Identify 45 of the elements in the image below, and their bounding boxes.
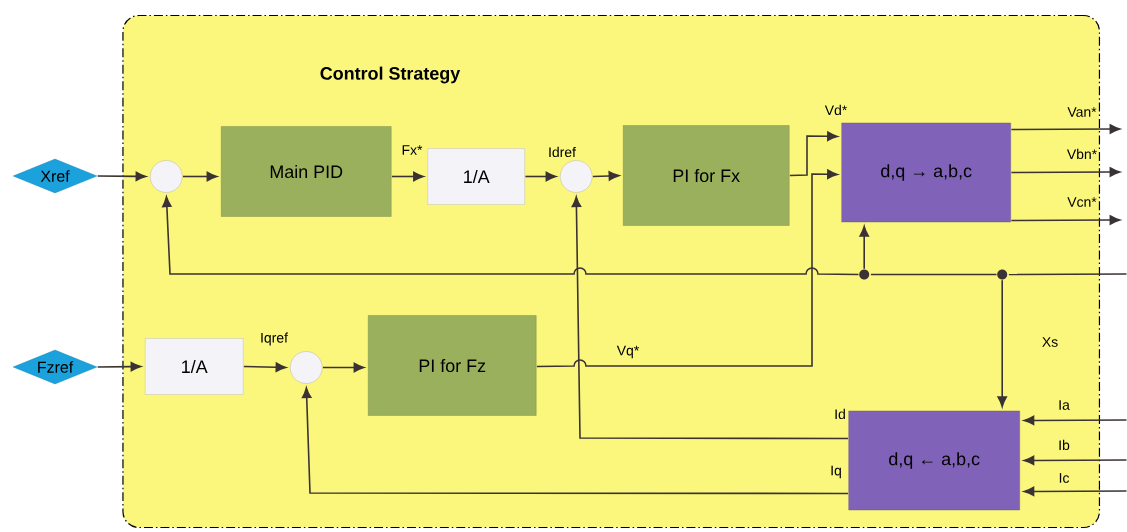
arrow [571,196,849,440]
gain-block: 1/A [427,148,525,205]
arrow [1010,167,1121,177]
edge-label: Idref [549,146,576,158]
edge-label: Xs [1042,337,1058,347]
edge-label: Ib [1059,439,1070,451]
arrow [1023,455,1127,466]
arrow [1010,124,1121,134]
transform-block: d,q → a,b,c [841,122,1011,223]
arrow [592,171,620,181]
arrow [243,362,287,372]
arrow [859,225,869,270]
gain-block: 1/A [145,338,244,395]
edge-label: Ia [1059,400,1070,410]
arrow [96,171,147,182]
arrow [524,171,557,182]
arrow [96,361,142,372]
arrow [536,169,838,368]
arrow [997,279,1007,408]
edge-label: Vbn* [1066,148,1097,160]
controller-block: Main PID [221,126,392,217]
arrow [182,171,218,182]
edge-label: Vcn* [1067,197,1097,207]
summing-junction [150,160,183,193]
arrow [1023,415,1127,426]
controller-block: PI for Fz [368,315,537,416]
edge-label: Fx* [402,145,423,155]
edge-label: Iq [831,465,841,479]
edge-label: Iqref [261,332,288,346]
summing-junction [290,351,323,384]
transform-block: d,q ← a,b,c [848,410,1020,511]
edge-label: Vd* [824,104,848,116]
arrow [1023,486,1127,497]
controller-block: PI for Fx [623,125,790,226]
edge-label: Ic [1059,473,1070,483]
edge-label: Id [835,408,845,420]
arrow [162,196,860,276]
arrow [1010,215,1121,225]
arrow [322,362,365,373]
edge-label: Vq* [616,345,640,359]
arrow [301,387,849,495]
arrow [391,171,424,182]
summing-junction [560,160,593,193]
arrow [789,131,838,177]
edge-label: Van* [1067,107,1097,117]
